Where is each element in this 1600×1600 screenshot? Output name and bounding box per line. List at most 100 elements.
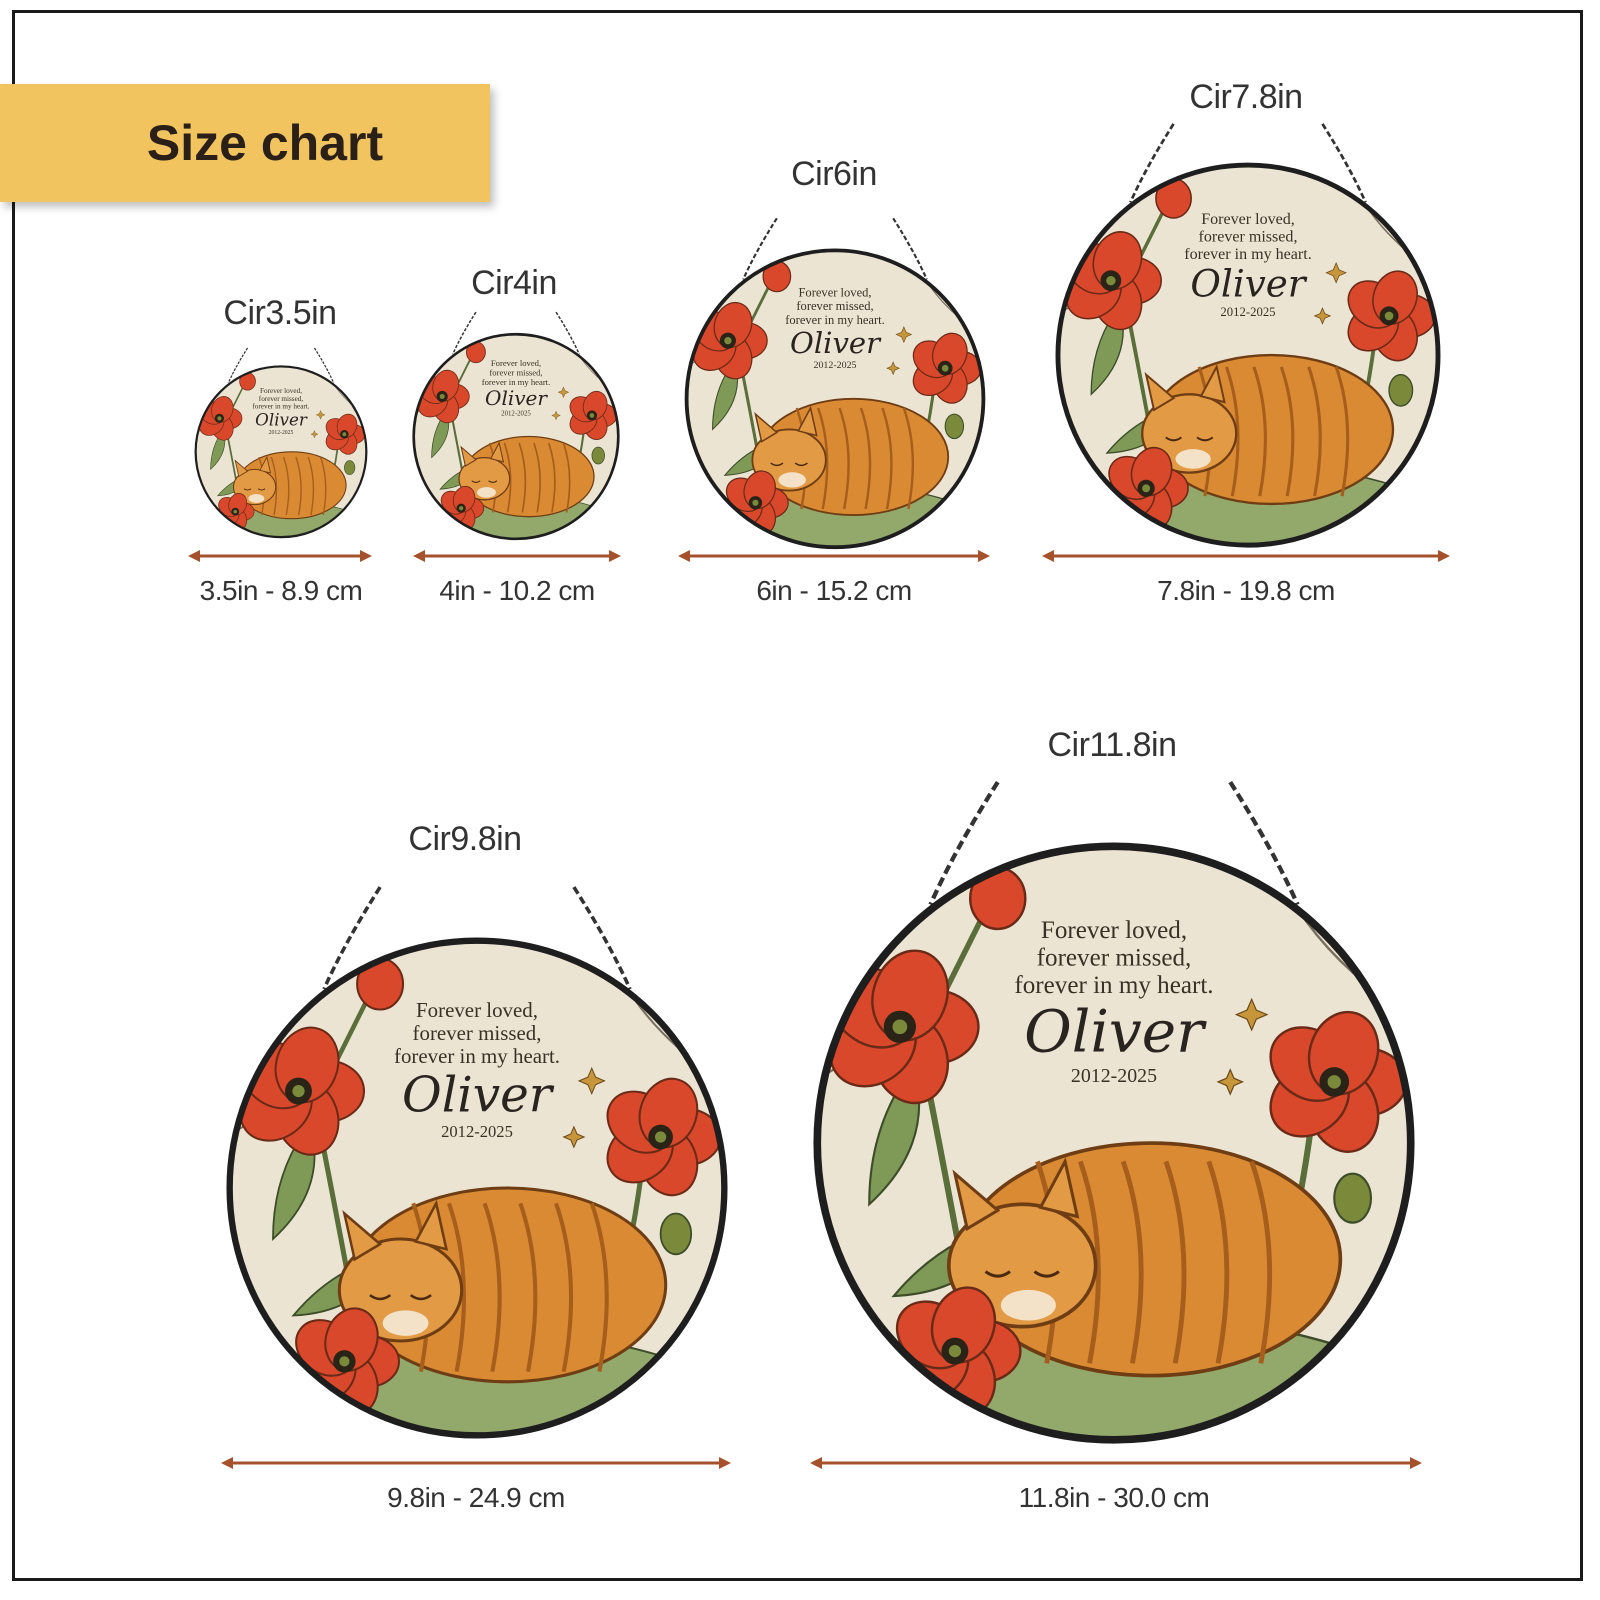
memorial-text: Forever loved,forever missed,forever in … (252, 387, 309, 436)
seed-pod (1333, 1172, 1373, 1224)
metal-rim (412, 332, 620, 541)
sparkle-icon (310, 430, 319, 439)
dimension-label-4: 4in - 10.2 cm (439, 575, 595, 606)
seed-pod (944, 413, 965, 440)
size-label-7-8: Cir7.8in (1189, 78, 1303, 116)
cat-stripe (1224, 366, 1240, 497)
memorial-line-1: Forever loved, (260, 387, 302, 395)
dimension-arrow-6 (678, 550, 990, 562)
cat-stripe (518, 1202, 538, 1372)
hanging-chain-left (1129, 123, 1175, 203)
cat-stripe (1206, 1160, 1230, 1364)
poppy-flower (912, 332, 982, 404)
size-label-6: Cir6in (791, 155, 877, 193)
cat-muzzle (778, 472, 806, 488)
sparkle-icon (1313, 307, 1332, 325)
dimension-arrow-11-8 (810, 1457, 1422, 1469)
cat-eyes (243, 488, 266, 491)
cat-stripe (817, 407, 829, 510)
dimension-label-11-8: 11.8in - 30.0 cm (1018, 1482, 1210, 1513)
sparkle-icon (562, 1125, 586, 1149)
seed-pod (1388, 373, 1414, 407)
hanging-chain-left (742, 217, 778, 280)
cat-stripe (589, 1202, 609, 1372)
memorial-line-1: Forever loved, (491, 358, 541, 368)
poppy-flower (440, 485, 485, 531)
memorial-text: Forever loved,forever missed,forever in … (1184, 211, 1311, 319)
poppy-flower (1269, 1010, 1408, 1153)
memorial-years: 2012-2025 (441, 1122, 513, 1141)
ornament-11-8: Forever loved,forever missed,forever in … (813, 780, 1415, 1444)
dimension-label-6: 6in - 15.2 cm (756, 575, 912, 606)
memorial-name: Oliver (255, 409, 308, 429)
cat-ear (413, 1199, 449, 1251)
cat-stripe (1120, 1160, 1144, 1364)
cat-eyes (471, 480, 498, 483)
cat-stripe (902, 407, 915, 510)
ornament-6: Forever loved,forever missed,forever in … (684, 217, 986, 550)
cat-stripe (881, 407, 893, 510)
metal-rim (684, 248, 986, 550)
seed-pod (591, 446, 605, 465)
memorial-line-2: forever missed, (1037, 945, 1192, 972)
cat-stripe (533, 442, 541, 513)
ornament-4: Forever loved,forever missed,forever in … (412, 311, 620, 541)
cat-eyes (1165, 436, 1214, 442)
cat-eyes (770, 462, 808, 467)
dimension-arrow-9-8 (221, 1457, 731, 1469)
sparkle-icon (315, 409, 326, 420)
dimension-label-7-8: 7.8in - 19.8 cm (1157, 575, 1335, 606)
memorial-name: Oliver (485, 386, 548, 410)
seed-pod (344, 460, 356, 475)
chart-frame (12, 10, 1583, 1581)
hanging-chain-right (1321, 123, 1367, 203)
memorial-line-3: forever in my heart. (1184, 246, 1311, 263)
memorial-name: Oliver (1024, 997, 1207, 1065)
cat-stripe (518, 442, 527, 513)
poppy-flower (569, 390, 618, 440)
sparkle-icon (551, 410, 561, 421)
cat-muzzle (476, 487, 496, 498)
cat-ear (460, 445, 477, 467)
memorial-name: Oliver (790, 326, 882, 360)
cat-stripe (319, 456, 327, 516)
cat-muzzle (248, 494, 265, 503)
memorial-name: Oliver (402, 1068, 555, 1124)
poppy-flower (606, 1077, 722, 1197)
cat-stripe (1307, 366, 1322, 497)
size-label-3-5: Cir3.5in (223, 294, 337, 332)
sparkle-icon (577, 1066, 606, 1095)
dimension-arrow-4 (413, 550, 621, 562)
cat-stripe (838, 407, 850, 510)
cat-stripe (1279, 366, 1295, 497)
dimension-arrow-3-5 (188, 550, 372, 562)
memorial-years: 2012-2025 (269, 430, 294, 436)
memorial-line-2: forever missed, (489, 367, 542, 377)
cat-stripe (554, 1202, 574, 1372)
memorial-line-2: forever missed, (259, 395, 304, 403)
sparkle-icon (895, 326, 913, 343)
cat-stripe (547, 442, 556, 513)
ornament-9-8: Forever loved,forever missed,forever in … (226, 886, 728, 1439)
memorial-line-2: forever missed, (413, 1021, 542, 1045)
cat-eyes (984, 1270, 1060, 1278)
size-label-4: Cir4in (471, 264, 557, 302)
cat-stripe (503, 442, 512, 513)
memorial-line-1: Forever loved, (416, 998, 538, 1022)
cat-muzzle (382, 1310, 429, 1336)
memorial-line-3: forever in my heart. (394, 1044, 560, 1068)
dimension-label-3-5: 3.5in - 8.9 cm (199, 575, 363, 606)
cat-stripe (447, 1202, 466, 1372)
memorial-line-2: forever missed, (796, 299, 873, 313)
memorial-line-3: forever in my heart. (1014, 972, 1213, 999)
memorial-line-1: Forever loved, (1201, 211, 1295, 228)
hanging-chain-left (322, 886, 382, 990)
cat-stripe (282, 456, 290, 516)
sparkle-icon (1216, 1068, 1245, 1096)
cat-ear (234, 459, 249, 478)
cat-stripe (1249, 1160, 1273, 1364)
cat-stripe (270, 456, 278, 516)
cat-ear (342, 1210, 383, 1262)
cat-ear (1144, 372, 1176, 412)
cat-stripe (1163, 1160, 1187, 1364)
